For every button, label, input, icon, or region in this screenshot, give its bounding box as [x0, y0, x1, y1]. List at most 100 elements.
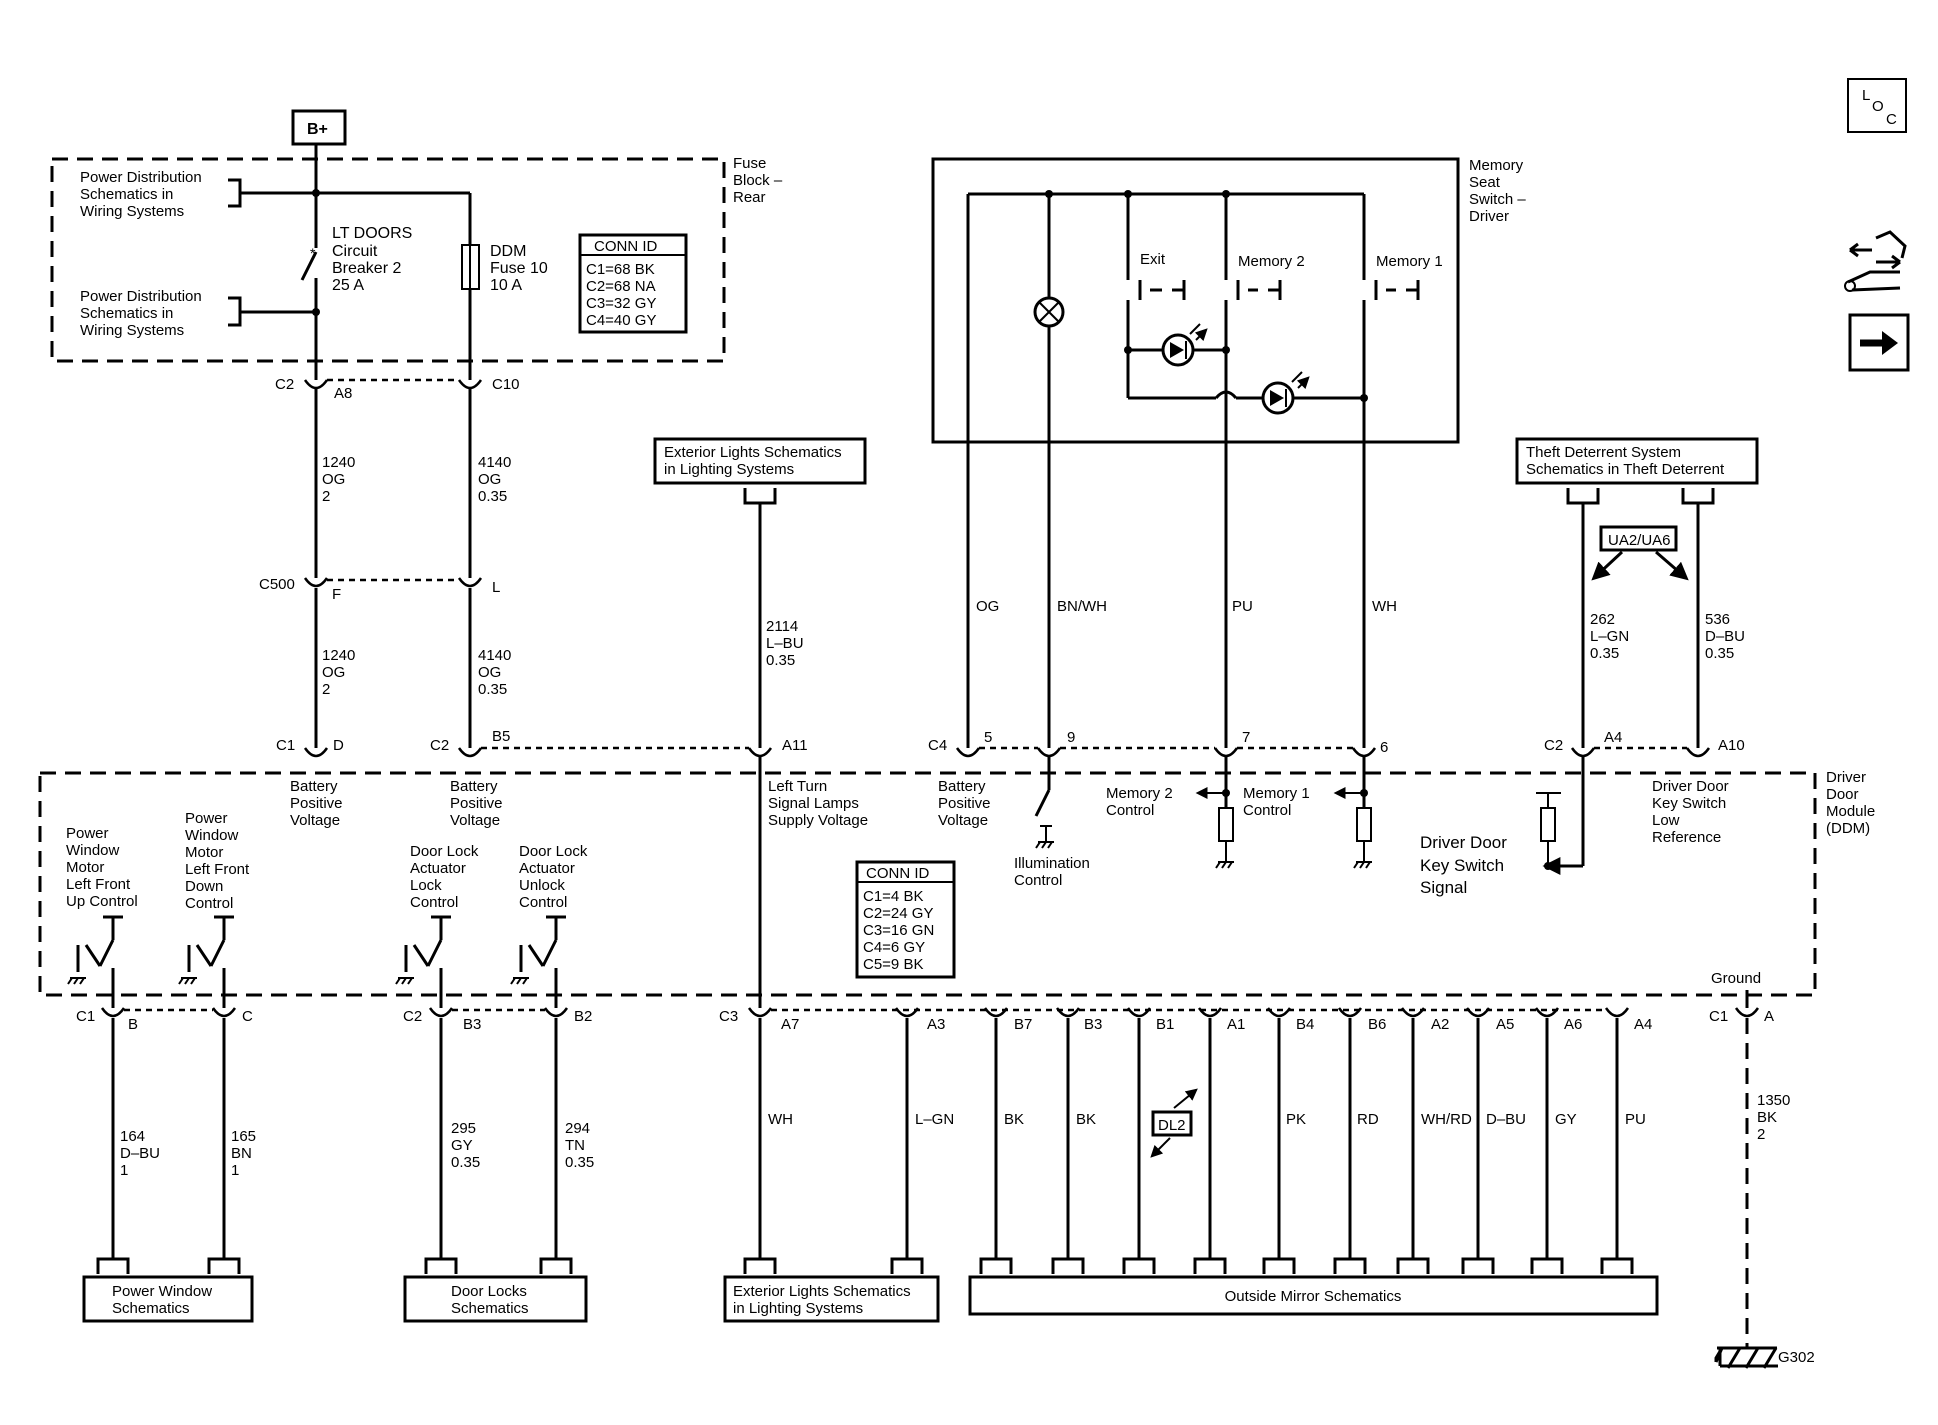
svg-text:B: B — [128, 1016, 138, 1033]
wire-295: 295 GY 0.35 — [451, 1120, 480, 1171]
svg-text:Driver: Driver — [1826, 769, 1866, 786]
svg-text:0.35: 0.35 — [478, 681, 507, 698]
svg-text:Fuse: Fuse — [733, 155, 766, 172]
svg-text:C5=9 BK: C5=9 BK — [863, 956, 923, 973]
door-lock-unlock-label: Door Lock Actuator Unlock Control — [519, 843, 588, 911]
svg-text:Actuator: Actuator — [519, 860, 575, 877]
svg-text:Voltage: Voltage — [290, 812, 340, 829]
svg-text:BK: BK — [1757, 1109, 1777, 1126]
svg-text:C500: C500 — [259, 576, 295, 593]
svg-text:Switch –: Switch – — [1469, 191, 1526, 208]
fuse-block-rear — [50, 157, 726, 363]
svg-text:C1: C1 — [76, 1008, 95, 1025]
ddm-bottom-connector-row: C1 B C C2 B3 B2 C3 A7 A3 B7 B3 B1 A1 B4 … — [76, 1007, 1774, 1033]
svg-text:Illumination: Illumination — [1014, 855, 1090, 872]
svg-text:Battery: Battery — [450, 778, 498, 795]
exterior-lights-schematics-link[interactable]: Exterior Lights Schematics in Lighting S… — [723, 1275, 940, 1323]
svg-text:1: 1 — [120, 1162, 128, 1179]
svg-text:C: C — [242, 1008, 253, 1025]
svg-text:Reference: Reference — [1652, 829, 1721, 846]
memory-seat-switch-label: Memory Seat Switch – Driver — [1469, 157, 1526, 225]
svg-text:Block –: Block – — [733, 172, 783, 189]
svg-text:GY: GY — [451, 1137, 473, 1154]
wire-gy-bottom: GY — [1555, 1111, 1577, 1128]
pw-down-control-label: Power Window Motor Left Front Down Contr… — [185, 810, 250, 912]
svg-text:C4: C4 — [928, 737, 947, 754]
svg-text:C2: C2 — [430, 737, 449, 754]
svg-text:B1: B1 — [1156, 1016, 1174, 1033]
svg-text:0.35: 0.35 — [565, 1154, 594, 1171]
svg-text:Control: Control — [1106, 802, 1154, 819]
power-window-schematics-link[interactable]: Power Window Schematics — [82, 1275, 254, 1323]
wire-bnwh-label: BN/WH — [1057, 598, 1107, 615]
battery-positive-voltage-2: Battery Positive Voltage — [450, 778, 503, 829]
svg-text:2: 2 — [1757, 1126, 1765, 1143]
loc-l: L — [1862, 87, 1870, 104]
svg-text:Outside Mirror Schematics: Outside Mirror Schematics — [1225, 1288, 1402, 1305]
bottom-wires — [111, 1018, 1749, 1348]
svg-text:C4=6 GY: C4=6 GY — [863, 939, 925, 956]
svg-text:1240: 1240 — [322, 647, 355, 664]
svg-text:0.35: 0.35 — [451, 1154, 480, 1171]
wire-1240-lower: 1240 OG 2 — [322, 647, 355, 698]
svg-text:Memory 1: Memory 1 — [1243, 785, 1310, 802]
wire-dbu-bottom: D–BU — [1486, 1111, 1526, 1128]
pw-down-switch — [178, 915, 234, 1008]
svg-text:Driver: Driver — [1469, 208, 1509, 225]
svg-text:Control: Control — [1014, 872, 1062, 889]
svg-text:Battery: Battery — [938, 778, 986, 795]
svg-text:5: 5 — [984, 729, 992, 746]
svg-text:C1: C1 — [1709, 1008, 1728, 1025]
svg-text:A: A — [1764, 1008, 1774, 1025]
svg-text:C2=24 GY: C2=24 GY — [863, 905, 933, 922]
svg-text:A7: A7 — [781, 1016, 799, 1033]
dl2-badge: DL2 — [1150, 1088, 1198, 1158]
loc-o: O — [1872, 98, 1884, 115]
svg-text:Wiring Systems: Wiring Systems — [80, 322, 184, 339]
svg-text:295: 295 — [451, 1120, 476, 1137]
led-1 — [1161, 324, 1206, 367]
door-locks-schematics-link[interactable]: Door Locks Schematics — [403, 1275, 588, 1323]
svg-text:Key Switch: Key Switch — [1420, 856, 1504, 875]
wire-lgn-bottom: L–GN — [915, 1111, 954, 1128]
svg-text:Schematics: Schematics — [451, 1300, 529, 1317]
wrench-arrows-icon[interactable] — [1844, 230, 1907, 292]
wire-4140-upper: 4140 OG 0.35 — [478, 454, 511, 505]
svg-text:164: 164 — [120, 1128, 145, 1145]
svg-text:A6: A6 — [1564, 1016, 1582, 1033]
svg-text:B3: B3 — [463, 1016, 481, 1033]
svg-text:Supply Voltage: Supply Voltage — [768, 812, 868, 829]
svg-text:in Lighting Systems: in Lighting Systems — [733, 1300, 863, 1317]
illumination-control-label: Illumination Control — [1014, 855, 1090, 889]
bottom-connector-stubs — [96, 1257, 1634, 1274]
svg-text:Signal: Signal — [1420, 878, 1467, 897]
svg-text:Fuse 10: Fuse 10 — [490, 260, 548, 277]
next-button[interactable] — [1848, 313, 1910, 372]
svg-text:B2: B2 — [574, 1008, 592, 1025]
svg-text:B4: B4 — [1296, 1016, 1314, 1033]
wire-whrd-bottom: WH/RD — [1421, 1111, 1472, 1128]
connector-c2-a8 — [303, 379, 329, 390]
svg-text:D–BU: D–BU — [120, 1145, 160, 1162]
svg-text:Schematics in: Schematics in — [80, 305, 173, 322]
svg-text:A3: A3 — [927, 1016, 945, 1033]
svg-text:Motor: Motor — [185, 844, 223, 861]
loc-c: C — [1886, 111, 1897, 128]
svg-text:Key Switch: Key Switch — [1652, 795, 1726, 812]
wire-pu-label: PU — [1232, 598, 1253, 615]
svg-text:Left Front: Left Front — [185, 861, 250, 878]
wire-4140-lower: 4140 OG 0.35 — [478, 647, 511, 698]
svg-text:Voltage: Voltage — [450, 812, 500, 829]
power-distribution-ref-2: Power Distribution Schematics in Wiring … — [80, 288, 202, 339]
power-distribution-ref-1: Power Distribution Schematics in Wiring … — [80, 169, 202, 220]
wire-bk1-bottom: BK — [1004, 1111, 1024, 1128]
svg-text:Low: Low — [1652, 812, 1680, 829]
door-lock-lock-label: Door Lock Actuator Lock Control — [410, 843, 479, 911]
outside-mirror-schematics-link[interactable]: Outside Mirror Schematics — [968, 1275, 1659, 1316]
svg-text:Up Control: Up Control — [66, 893, 138, 910]
loc-button[interactable]: L O C — [1847, 78, 1907, 133]
connector-c10 — [457, 379, 483, 390]
svg-text:Control: Control — [185, 895, 233, 912]
svg-text:9: 9 — [1067, 729, 1075, 746]
ddm-module-box — [38, 771, 1817, 997]
